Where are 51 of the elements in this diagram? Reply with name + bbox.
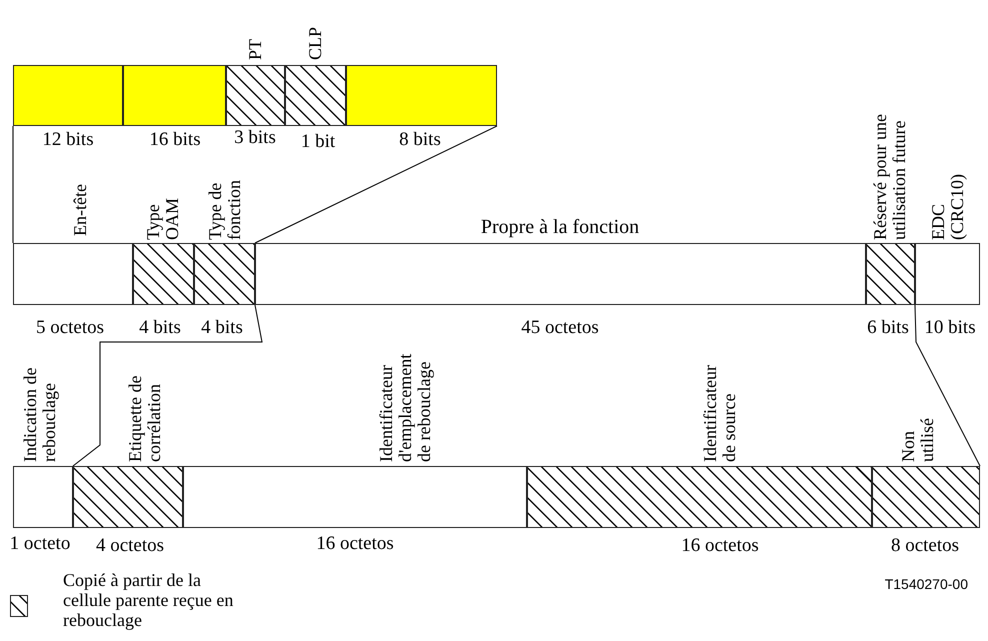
field-name: Identificateur de source	[701, 364, 739, 462]
bit-field	[13, 65, 123, 126]
bit-field	[872, 466, 980, 528]
bit-field	[866, 243, 915, 305]
field-size: 4 octetos	[96, 536, 164, 556]
field-size: 3 bits	[234, 128, 276, 148]
connector-line	[254, 126, 498, 244]
field-name: Indication de rebouclage	[21, 366, 59, 462]
bit-field	[194, 243, 255, 305]
field-name: Réservé pour une utilisation future	[871, 113, 909, 240]
field-size: 10 bits	[924, 318, 976, 338]
field-size: 8 octetos	[890, 536, 960, 556]
bit-field	[285, 65, 346, 126]
field-size: 4 bits	[139, 318, 181, 338]
bit-field	[915, 243, 980, 305]
field-size: 16 octetos	[681, 536, 759, 556]
field-size: 1 bit	[300, 132, 336, 152]
connector-line	[914, 304, 980, 466]
field-name: Propre à la fonction	[480, 218, 640, 237]
field-size: 16 octetos	[316, 534, 394, 554]
field-name: PT	[246, 38, 264, 60]
bit-field	[226, 65, 285, 126]
field-size: 16 bits	[149, 130, 201, 150]
bit-field	[183, 466, 527, 528]
field-size: 4 bits	[201, 318, 243, 338]
field-size: 6 bits	[867, 318, 909, 338]
bit-field	[73, 466, 183, 528]
field-name: CLP	[306, 26, 324, 60]
connector-line	[12, 126, 14, 244]
field-name: Etiquette de corrélation	[126, 374, 164, 462]
field-size: 5 octetos	[36, 318, 104, 338]
field-size: 12 bits	[42, 130, 94, 150]
field-name: En-tête	[70, 183, 90, 236]
bit-field	[123, 65, 226, 126]
bit-field	[13, 466, 73, 528]
connector-line	[72, 304, 263, 466]
bit-field	[346, 65, 497, 126]
field-name: Type de fonction	[206, 179, 244, 240]
bit-field	[13, 243, 133, 305]
field-name: Non utilisé	[899, 417, 937, 462]
field-name: Type OAM	[144, 196, 182, 240]
field-size: 1 octeto	[10, 534, 70, 554]
legend-text: Copié à partir de la cellule parente reçue en rebouclage	[63, 570, 234, 630]
field-size: 8 bits	[399, 130, 441, 150]
field-name: Identificateur d'emplacement de rebouclage	[376, 352, 434, 462]
bit-field	[133, 243, 194, 305]
figure-code: T1540270-00	[884, 576, 968, 592]
bit-field	[255, 243, 866, 305]
field-size: 45 octetos	[521, 318, 599, 338]
field-name: EDC (CRC10)	[929, 172, 967, 240]
bit-field	[527, 466, 872, 528]
